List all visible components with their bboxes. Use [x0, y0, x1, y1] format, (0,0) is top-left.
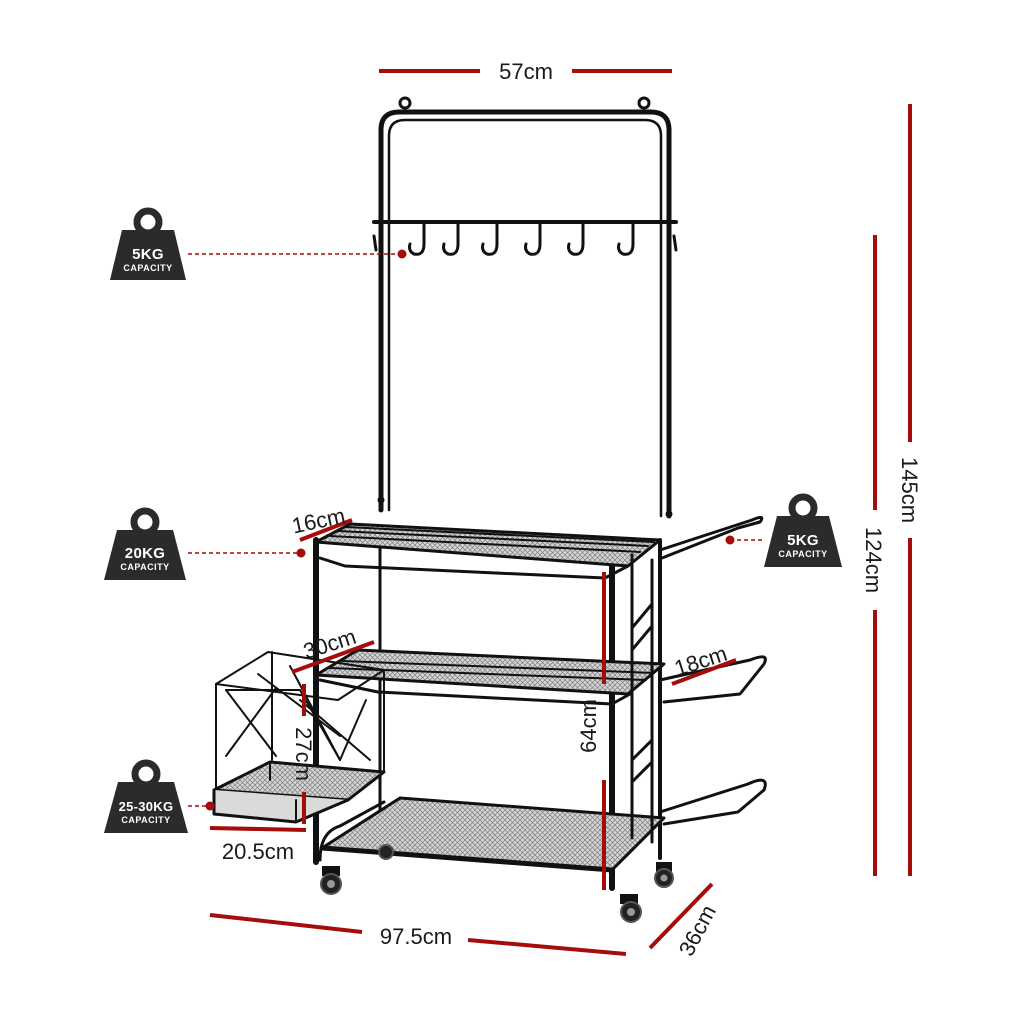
label-base-depth: 36cm: [674, 901, 721, 960]
caster-wheel-icon: [320, 844, 674, 923]
capacity-leader-dots: [205, 249, 735, 811]
dim-line-shelf-top: [299, 518, 353, 542]
hook-icon: [408, 220, 635, 256]
capacity-badge-basket: 25-30KG CAPACITY: [104, 759, 188, 833]
weight-icon: [104, 507, 186, 580]
capacity-label-top-shelf: CAPACITY: [120, 562, 169, 572]
label-height-total: 145cm: [897, 457, 922, 523]
side-basket: [212, 651, 386, 824]
weight-icon: [104, 759, 188, 833]
dim-line-base-width: [209, 913, 363, 934]
weight-icon: [764, 493, 842, 567]
capacity-badge-hooks: 5KG CAPACITY: [110, 207, 186, 280]
capacity-weight-hooks: 5KG: [132, 246, 164, 263]
side-ladder-rack: [630, 553, 654, 844]
capacity-label-basket: CAPACITY: [121, 815, 170, 825]
bottom-shelf: [318, 796, 666, 873]
capacity-label-side-rack: CAPACITY: [778, 549, 827, 559]
label-shelf-spacing: 64cm: [576, 699, 601, 753]
label-basket-height: 27cm: [291, 727, 316, 781]
dim-line-base-depth: [648, 882, 714, 950]
dim-line-shelf-mid: [291, 640, 375, 674]
capacity-weight-side-rack: 5KG: [787, 532, 819, 549]
dimension-lines: [209, 69, 912, 956]
label-base-width: 97.5cm: [380, 924, 452, 949]
side-hanging-arms: [658, 515, 767, 826]
dim-line-basket-depth: [209, 826, 307, 832]
label-basket-depth: 20.5cm: [222, 839, 294, 864]
capacity-weight-top-shelf: 20KG: [125, 545, 165, 562]
capacity-weight-basket: 25-30KG: [119, 799, 174, 814]
top-shelf: [314, 522, 662, 580]
capacity-badge-side-rack: 5KG CAPACITY: [764, 493, 842, 567]
capacity-leader-lines: [188, 253, 764, 807]
label-height-shelving: 124cm: [861, 527, 886, 593]
middle-shelf: [314, 648, 666, 706]
hanging-ring-right: [637, 96, 651, 110]
coat-rack-illustration: [212, 96, 767, 923]
capacity-badge-top-shelf: 20KG CAPACITY: [104, 507, 186, 580]
label-width-top: 57cm: [499, 59, 553, 84]
capacity-label-hooks: CAPACITY: [123, 263, 172, 273]
dim-line-side-rack: [671, 658, 737, 686]
top-frame: [378, 109, 672, 519]
weight-icon: [110, 207, 186, 280]
hanging-ring-left: [398, 96, 412, 110]
